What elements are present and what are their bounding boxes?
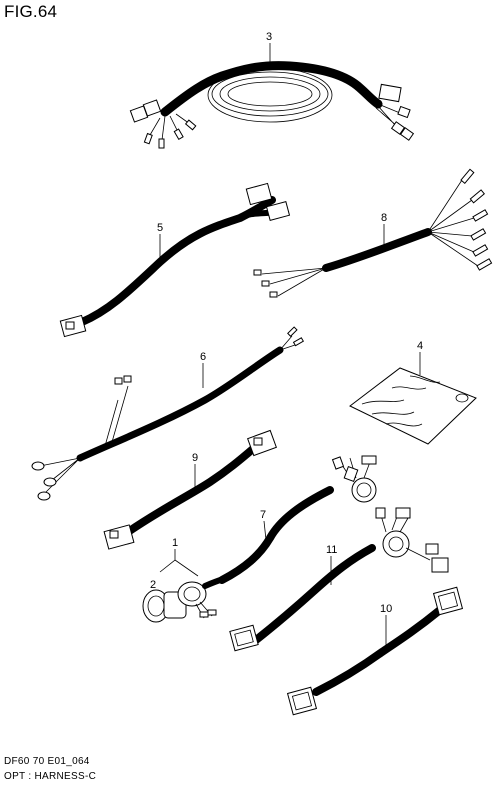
part-8-harness[interactable]	[253, 168, 493, 298]
callout-5: 5	[157, 222, 163, 262]
callout-3: 3	[266, 31, 272, 67]
part-7-harness[interactable]	[218, 455, 377, 584]
svg-text:3: 3	[266, 31, 272, 43]
part-5-harness[interactable]	[59, 182, 291, 338]
callout-8: 8	[381, 212, 387, 246]
svg-text:7: 7	[260, 509, 266, 521]
svg-text:5: 5	[157, 222, 163, 234]
svg-text:2: 2	[150, 579, 156, 591]
svg-text:8: 8	[381, 212, 387, 224]
part-3-harness-loop[interactable]	[129, 61, 415, 149]
part-9-harness[interactable]	[103, 429, 277, 550]
callout-1: 1	[159, 537, 199, 577]
diagram-code: DF60 70 E01_064	[4, 756, 90, 767]
callout-6: 6	[200, 351, 206, 388]
part-11-harness[interactable]	[229, 507, 449, 652]
callout-9: 9	[192, 452, 198, 488]
part-1-2-assembly[interactable]	[142, 575, 229, 623]
callout-4: 4	[417, 340, 423, 375]
svg-text:10: 10	[380, 603, 392, 615]
part-4-bag[interactable]	[349, 367, 477, 445]
callout-2: 2	[150, 579, 156, 591]
figure-title: FIG.64	[4, 2, 58, 21]
diagram-name: OPT : HARNESS-C	[4, 771, 97, 782]
svg-text:9: 9	[192, 452, 198, 464]
svg-text:4: 4	[417, 340, 423, 352]
part-10-harness[interactable]	[286, 586, 464, 716]
svg-text:1: 1	[172, 537, 178, 549]
svg-text:6: 6	[200, 351, 206, 363]
callout-10: 10	[380, 603, 392, 648]
callout-11: 11	[326, 544, 337, 585]
svg-text:11: 11	[326, 544, 337, 556]
part-6-harness[interactable]	[31, 326, 305, 501]
callout-7: 7	[260, 509, 267, 541]
